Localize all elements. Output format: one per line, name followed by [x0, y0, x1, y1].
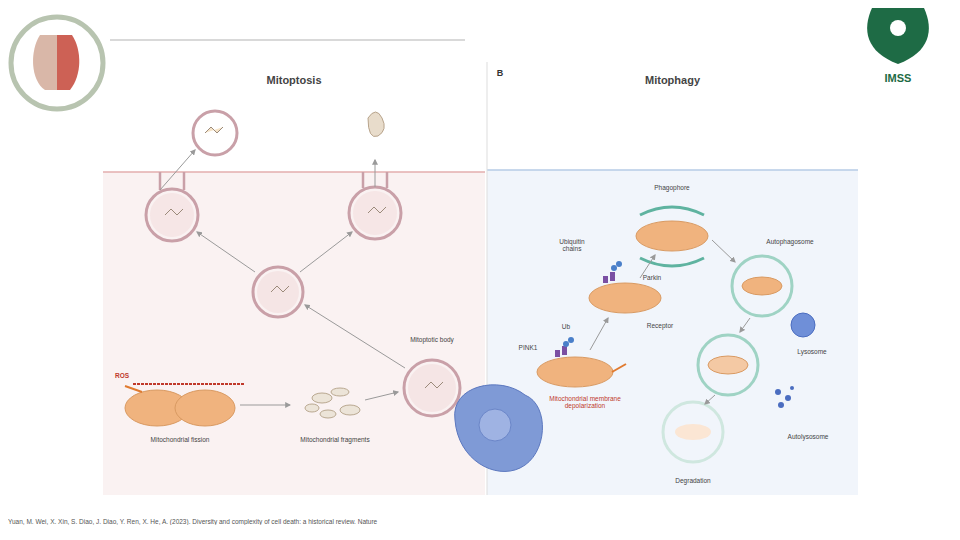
- part-label: PINK1: [519, 344, 538, 351]
- panel-title: Mitoptosis: [103, 74, 485, 86]
- cell: [455, 385, 543, 472]
- part-label: Mitoptotic body: [407, 336, 457, 343]
- part-label: Degradation: [675, 477, 710, 484]
- panel: Mitophagy: [487, 62, 858, 495]
- part-label: Autolysosome: [788, 433, 829, 440]
- panel-letter: B: [497, 68, 504, 78]
- part-label: Mitochondrial fragments: [300, 436, 369, 443]
- part-label: Mitochondrial fission: [151, 436, 210, 443]
- part-label: Ub: [562, 323, 570, 330]
- part-label: Phagophore: [654, 184, 689, 191]
- citation: Yuan, M. Wei, X. Xin, S. Diao, J. Diao, …: [8, 518, 952, 525]
- part-label: Mitochondrial membrane depolarization: [543, 395, 628, 410]
- part-label: Receptor: [647, 322, 673, 329]
- mitochondrion-pair: [125, 390, 235, 426]
- part-label: Lysosome: [797, 348, 826, 355]
- panel: Mitoptosis: [103, 62, 485, 495]
- society-logo: [11, 17, 103, 109]
- part-label: Ubiquitin chains: [552, 238, 592, 253]
- logo-text: IMSS: [885, 72, 912, 85]
- panel-title: Mitophagy: [487, 74, 858, 86]
- mitochondria: [537, 221, 708, 387]
- mitochondrial-fragments: [305, 388, 360, 418]
- part-label: Autophagosome: [766, 238, 813, 245]
- part-label: Parkin: [643, 274, 661, 281]
- imss-logo: [867, 8, 929, 64]
- part-label: ROS: [115, 372, 129, 379]
